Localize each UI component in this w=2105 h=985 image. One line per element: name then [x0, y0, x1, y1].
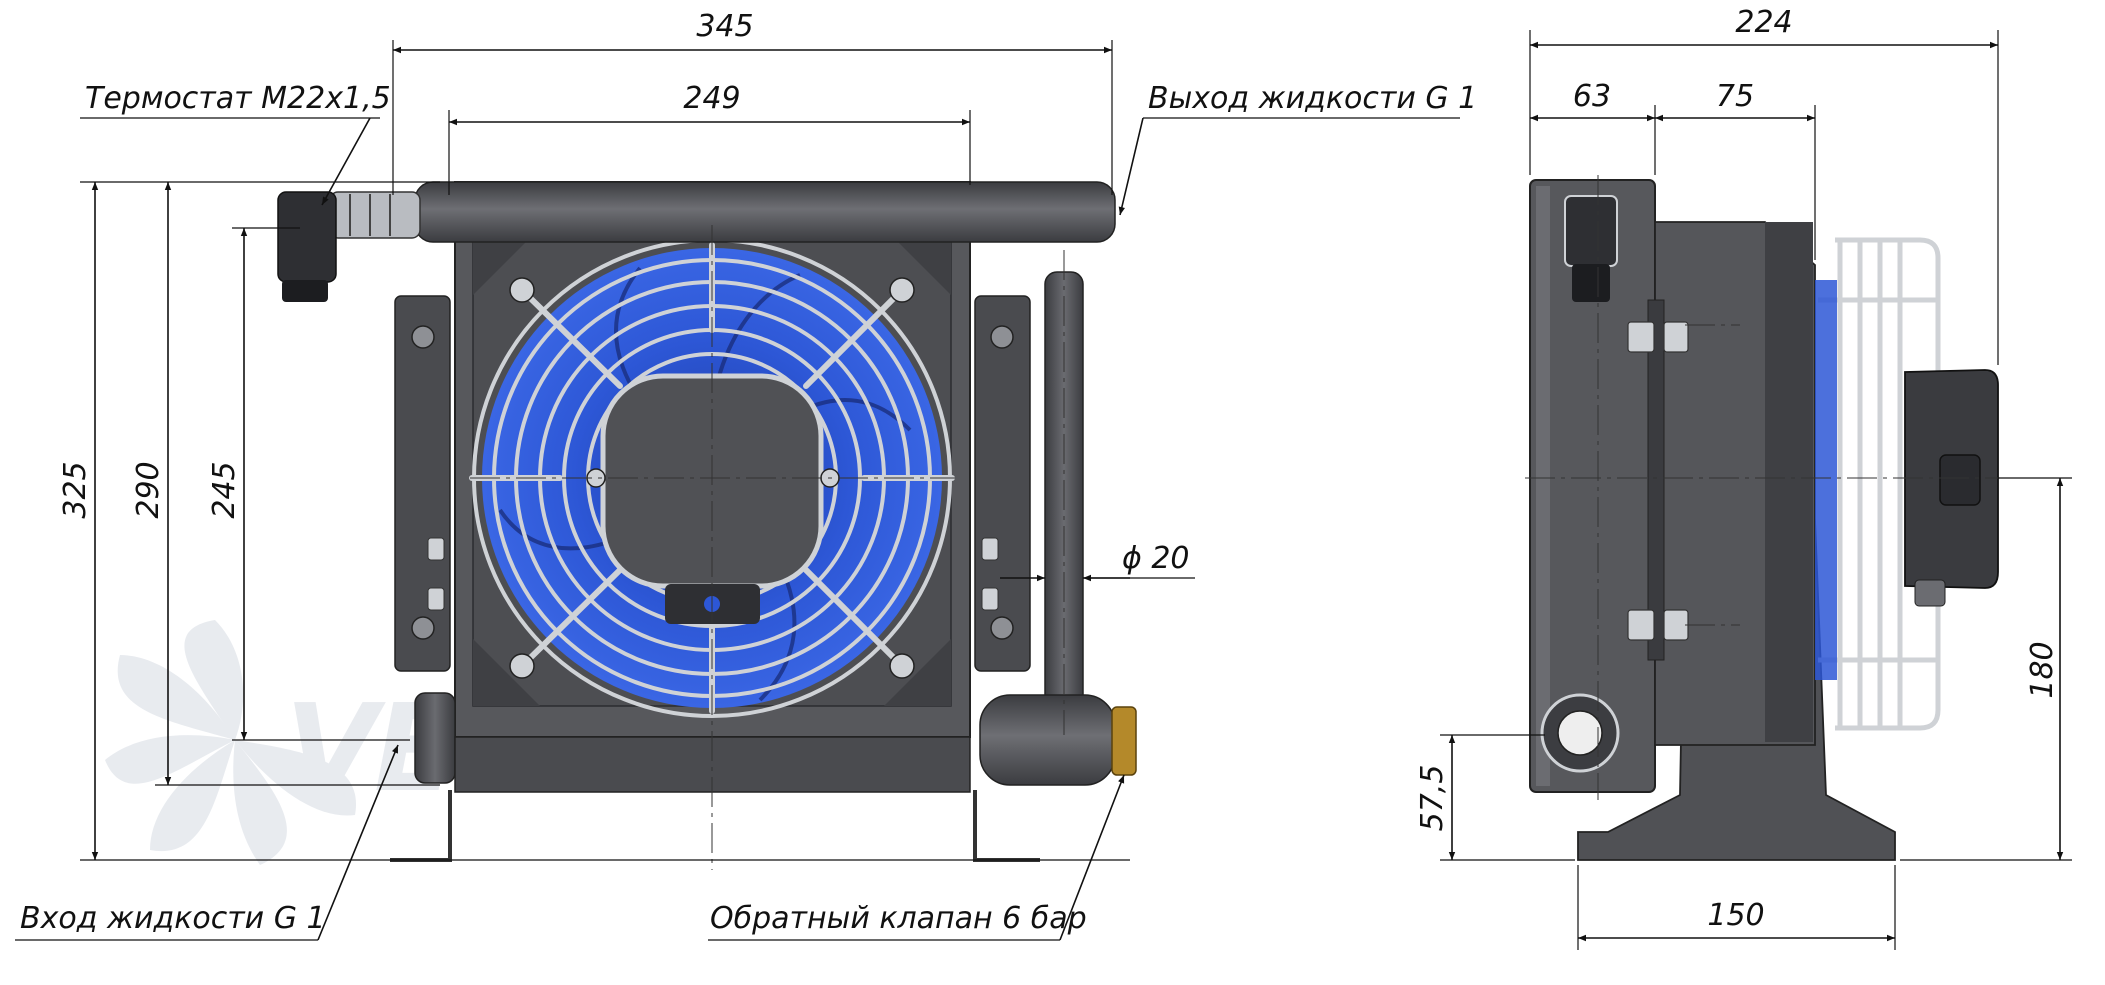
shroud-screw: [509, 653, 535, 679]
shroud-screw: [509, 277, 535, 303]
side-nut: [1627, 609, 1655, 641]
right-mount-bracket: [974, 295, 1031, 672]
label-check-valve: Обратный клапан 6 бар: [710, 901, 1087, 936]
side-view: [1525, 175, 2000, 861]
dim-325: 325: [58, 461, 93, 518]
front-dimensions: 345 249 325 290 245 ϕ 20: [58, 9, 1195, 861]
bracket-bolt: [990, 616, 1014, 640]
bottom-header-pipe: [414, 692, 456, 784]
check-valve-body: [979, 694, 1116, 786]
dim-75: 75: [1716, 79, 1754, 114]
dim-249: 249: [683, 81, 740, 116]
bracket-nut: [981, 537, 999, 561]
label-thermostat: Термостат М22х1,5: [85, 81, 391, 116]
shroud-screw: [889, 277, 915, 303]
dim-pipe-diameter: ϕ 20: [1122, 541, 1190, 576]
dim-63: 63: [1573, 79, 1611, 114]
dim-180: 180: [2025, 641, 2060, 698]
dim-224: 224: [1735, 5, 1792, 40]
side-nut: [1663, 321, 1689, 353]
side-nut: [1627, 321, 1655, 353]
dim-57-5: 57,5: [1415, 765, 1450, 832]
dim-150: 150: [1707, 898, 1764, 933]
side-nut: [1663, 609, 1689, 641]
bracket-bolt: [411, 325, 435, 349]
dim-345: 345: [696, 9, 753, 44]
callouts: Термостат М22х1,5 Выход жидкости G 1 Вхо…: [15, 81, 1477, 941]
label-fluid-inlet: Вход жидкости G 1: [20, 901, 326, 936]
label-fluid-outlet: Выход жидкости G 1: [1148, 81, 1477, 116]
bracket-nut: [427, 587, 445, 611]
side-dimensions: 224 63 75 180 57,5 150: [1415, 5, 2072, 950]
bracket-nut: [981, 587, 999, 611]
dim-290: 290: [131, 461, 166, 518]
bracket-nut: [427, 537, 445, 561]
dim-245: 245: [207, 461, 242, 518]
watermark-fan-icon: [105, 620, 357, 865]
front-view: [277, 181, 1137, 870]
top-header-pipe: [414, 181, 1116, 243]
bracket-bolt: [990, 325, 1014, 349]
check-valve-brass-fitting: [1111, 706, 1137, 776]
thermostat-fitting: [277, 191, 421, 302]
bracket-bolt: [411, 616, 435, 640]
left-mount-bracket: [394, 295, 451, 672]
shroud-screw: [889, 653, 915, 679]
side-thermostat-connector: [1564, 195, 1618, 267]
